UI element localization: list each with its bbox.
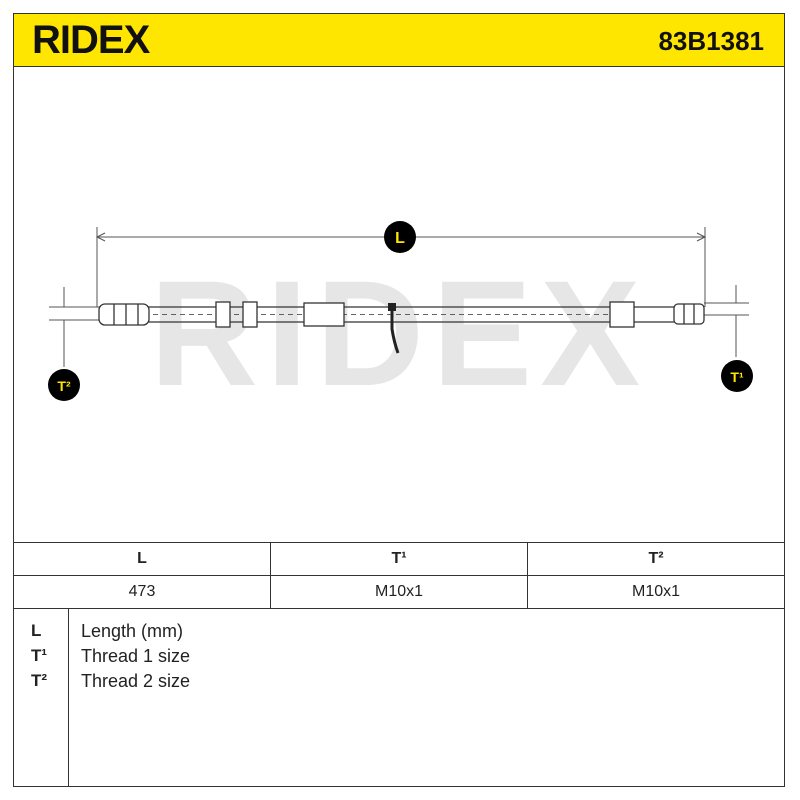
spec-header-row: L T¹ T² <box>13 542 785 576</box>
ferrule-2 <box>242 301 258 328</box>
legend-text-length: Length (mm) <box>81 621 184 641</box>
length-badge-label: L <box>395 230 405 247</box>
spec-header-length: L <box>13 542 271 576</box>
thread1-dimension <box>704 285 749 357</box>
brand-logo: RIDEX <box>32 18 150 62</box>
ferrule-1 <box>215 301 231 328</box>
legend-divider <box>68 609 69 787</box>
spec-header-thread1: T¹ <box>270 542 528 576</box>
thread2-badge-label: T² <box>57 378 71 394</box>
legend-row-thread1: T¹ Thread 1 size <box>13 646 773 671</box>
legend: L Length (mm) T¹ Thread 1 size T² Thread… <box>13 608 785 787</box>
spec-value-thread2: M10x1 <box>527 575 785 609</box>
center-sleeve <box>303 302 345 327</box>
technical-drawing: RIDEX L T² T¹ <box>48 221 753 417</box>
legend-key-thread2: T² <box>31 671 48 690</box>
hose-bracket <box>390 305 400 354</box>
spec-header-thread2: T² <box>527 542 785 576</box>
brake-hose <box>98 301 705 328</box>
watermark-text: RIDEX <box>150 249 648 417</box>
legend-text-thread2: Thread 2 size <box>81 671 191 691</box>
legend-text-thread1: Thread 1 size <box>81 646 191 666</box>
legend-row-thread2: T² Thread 2 size <box>13 671 773 696</box>
spec-table: L T¹ T² 473 M10x1 M10x1 <box>13 542 785 609</box>
legend-key-thread1: T¹ <box>31 646 48 665</box>
legend-row-length: L Length (mm) <box>13 621 773 646</box>
thread2-dimension <box>49 287 114 367</box>
right-ferrule <box>609 301 635 328</box>
spec-value-length: 473 <box>13 575 271 609</box>
thread1-badge: T¹ <box>721 360 753 392</box>
thread1-badge-label: T¹ <box>730 369 744 385</box>
header-bar: RIDEX 83B1381 <box>13 13 785 67</box>
length-badge: L <box>384 221 416 253</box>
legend-key-length: L <box>31 621 42 640</box>
spec-value-row: 473 M10x1 M10x1 <box>13 575 785 609</box>
right-end-fitting <box>673 303 705 325</box>
left-end-fitting <box>98 303 150 326</box>
part-number: 83B1381 <box>658 26 764 56</box>
spec-value-thread1: M10x1 <box>270 575 528 609</box>
thread2-badge: T² <box>48 369 80 401</box>
